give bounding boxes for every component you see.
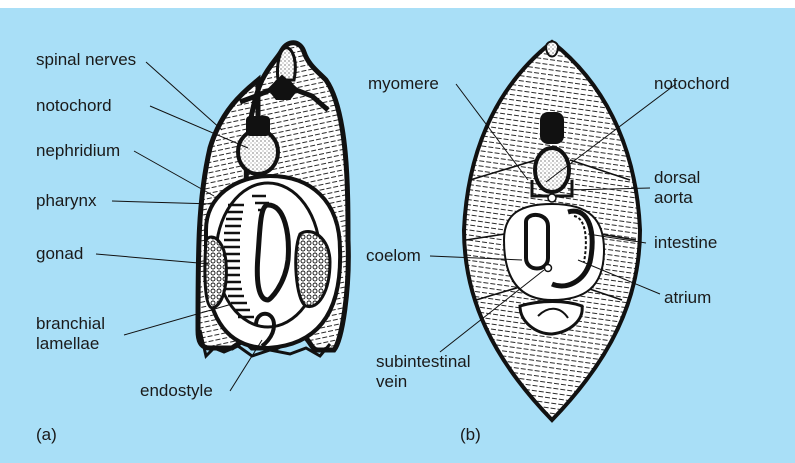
- label-subintestinal-vein: subintestinal vein: [376, 352, 471, 392]
- label-notochord-b: notochord: [654, 74, 730, 94]
- label-pharynx: pharynx: [36, 191, 96, 211]
- label-intestine: intestine: [654, 233, 717, 253]
- label-nephridium: nephridium: [36, 141, 120, 161]
- label-gonad: gonad: [36, 244, 83, 264]
- label-dorsal-aorta: dorsal aorta: [654, 168, 700, 208]
- caption-a: (a): [36, 425, 57, 445]
- gonad-left-a: [205, 237, 226, 308]
- label-atrium: atrium: [664, 288, 711, 308]
- caption-b: (b): [460, 425, 481, 445]
- amphioxus-cross-section-b: [464, 42, 640, 421]
- label-coelom: coelom: [366, 246, 421, 266]
- notochord-b: [535, 148, 569, 192]
- label-spinal-nerves: spinal nerves: [36, 50, 136, 70]
- intestine-b: [526, 215, 548, 269]
- label-branchial-lamellae: branchial lamellae: [36, 314, 105, 354]
- gonad-right-a: [296, 232, 330, 307]
- dorsal-fin-a: [277, 48, 295, 80]
- amphioxus-cross-section-a: [198, 43, 348, 356]
- notochord-a: [238, 130, 278, 174]
- label-myomere: myomere: [368, 74, 439, 94]
- label-notochord-a: notochord: [36, 96, 112, 116]
- label-endostyle: endostyle: [140, 381, 213, 401]
